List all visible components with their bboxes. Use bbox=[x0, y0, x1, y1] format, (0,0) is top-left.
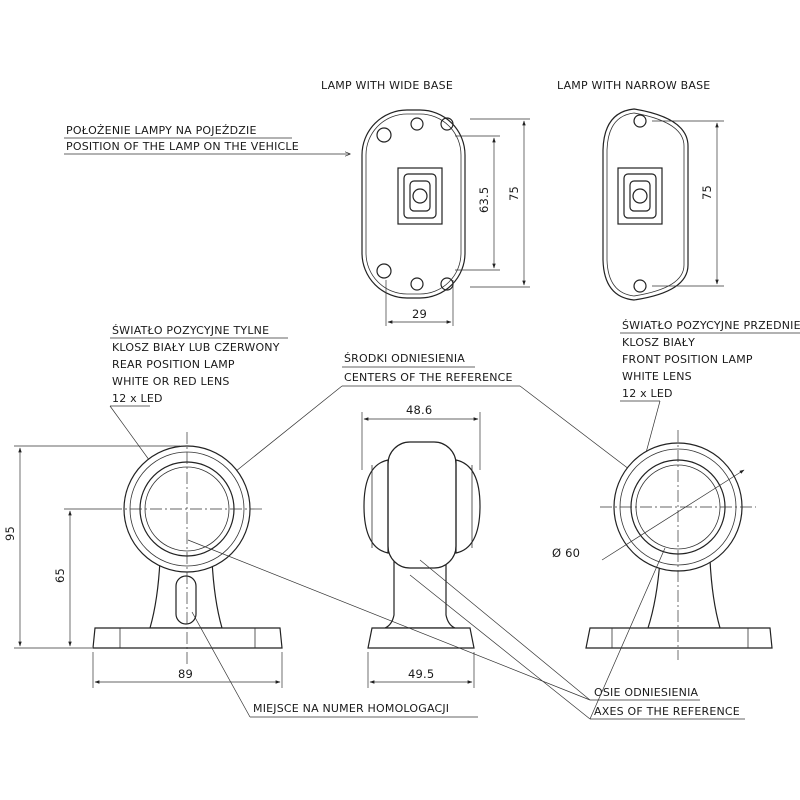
front-lamp-base bbox=[585, 627, 773, 649]
position-note-en: POSITION OF THE LAMP ON THE VEHICLE bbox=[66, 140, 299, 153]
rear-lamp-dimensions: 95 65 89 bbox=[3, 445, 283, 688]
narrow-base-center-screw bbox=[632, 188, 648, 204]
narrow-base-inner-outline bbox=[606, 112, 685, 297]
wide-base-center-block bbox=[397, 167, 443, 225]
wide-base-center-boss bbox=[403, 173, 437, 219]
rear-lamp-base bbox=[92, 627, 283, 649]
rear-lamp-note-line-4: WHITE OR RED LENS bbox=[112, 375, 230, 388]
narrow-base-center-boss bbox=[623, 173, 657, 219]
front-base-width-label: 49.5 bbox=[408, 667, 434, 681]
wide-height-label: 75 bbox=[507, 186, 521, 201]
wide-base-outline bbox=[361, 109, 466, 299]
wide-base-hole-top-right bbox=[440, 117, 454, 131]
rear-lamp-note-line-1: ŚWIATŁO POZYCYJNE TYLNE bbox=[112, 324, 269, 337]
wide-base-center-screw bbox=[412, 188, 428, 204]
front-lamp-note-line-5: 12 x LED bbox=[622, 387, 673, 400]
rear-lamp-note-line-3: REAR POSITION LAMP bbox=[112, 358, 235, 371]
front-view-housing bbox=[387, 441, 457, 569]
lens-diameter-label: Ø 60 bbox=[552, 546, 580, 560]
narrow-height-label: 75 bbox=[700, 185, 714, 200]
reference-axes-leader-2 bbox=[419, 559, 591, 701]
homologation-note-leader bbox=[191, 611, 251, 718]
front-width-label: 48.6 bbox=[406, 403, 432, 417]
front-view-front-lens bbox=[455, 459, 481, 554]
reference-centers-en: CENTERS OF THE REFERENCE bbox=[344, 371, 513, 384]
position-note-pl: POŁOŻENIE LAMPY NA POJEŹDZIE bbox=[66, 124, 257, 137]
wide-base-hole-top-left bbox=[410, 117, 424, 131]
narrow-base-center-block bbox=[617, 167, 663, 225]
reference-axes-pl: OSIE ODNIESIENIA bbox=[594, 686, 699, 699]
reference-centers-pl: ŚRODKI ODNIESIENIA bbox=[344, 352, 465, 365]
rear-lamp-note: ŚWIATŁO POZYCYJNE TYLNE KLOSZ BIAŁY LUB … bbox=[109, 324, 288, 476]
rear-lamp-note-line-5: 12 x LED bbox=[112, 392, 163, 405]
front-lamp-note: ŚWIATŁO POZYCYJNE PRZEDNIE KLOSZ BIAŁY F… bbox=[620, 319, 800, 476]
wide-base-dimensions: 63.5 75 29 bbox=[385, 118, 530, 326]
reference-axes-leader-3 bbox=[409, 574, 591, 720]
narrow-base-outline bbox=[602, 108, 689, 301]
narrow-base-plate-view bbox=[602, 108, 689, 301]
wide-base-slot-hole-top bbox=[376, 127, 392, 143]
front-view-base bbox=[367, 627, 475, 649]
front-view-rear-lens bbox=[363, 459, 389, 554]
wide-base-inner-outline bbox=[365, 113, 462, 295]
front-lamp-side-view: Ø 60 bbox=[552, 430, 773, 660]
front-lamp-note-line-2: KLOSZ BIAŁY bbox=[622, 336, 695, 349]
side-base-width-label: 89 bbox=[178, 667, 193, 681]
wide-width-label: 29 bbox=[412, 307, 427, 321]
rear-lamp-side-view bbox=[92, 432, 283, 666]
rear-lamp-homologation-slot bbox=[175, 575, 197, 625]
wide-base-slot-hole-bottom bbox=[376, 263, 392, 279]
front-lamp-note-line-1: ŚWIATŁO POZYCYJNE PRZEDNIE bbox=[622, 319, 800, 332]
reference-axes-leader-4 bbox=[589, 547, 666, 720]
narrow-base-hole-bottom bbox=[633, 279, 647, 293]
position-note: POŁOŻENIE LAMPY NA POJEŹDZIE POSITION OF… bbox=[64, 124, 350, 154]
wide-hole-spacing-label: 63.5 bbox=[477, 187, 491, 213]
front-lamp-note-line-4: WHITE LENS bbox=[622, 370, 692, 383]
front-view-dimensions: 48.6 49.5 bbox=[361, 403, 481, 688]
wide-base-hole-bottom-left bbox=[410, 277, 424, 291]
reference-axes-leader-1 bbox=[187, 539, 591, 701]
narrow-base-center-socket bbox=[629, 180, 651, 212]
front-view-stem bbox=[384, 559, 456, 629]
rear-lamp-note-line-2: KLOSZ BIAŁY LUB CZERWONY bbox=[112, 341, 280, 354]
axis-height-label: 65 bbox=[53, 568, 67, 583]
wide-base-plate-view bbox=[361, 109, 466, 299]
reference-axes-en: AXES OF THE REFERENCE bbox=[594, 705, 740, 718]
wide-base-center-socket bbox=[409, 180, 431, 212]
wide-base-label: LAMP WITH WIDE BASE bbox=[321, 79, 453, 92]
front-lamp-note-line-3: FRONT POSITION LAMP bbox=[622, 353, 753, 366]
narrow-base-hole-top bbox=[633, 114, 647, 128]
narrow-base-label: LAMP WITH NARROW BASE bbox=[557, 79, 710, 92]
homologation-note-pl: MIEJSCE NA NUMER HOMOLOGACJI bbox=[253, 702, 449, 715]
reference-axes-note: OSIE ODNIESIENIA AXES OF THE REFERENCE bbox=[187, 539, 745, 720]
narrow-base-dimensions: 75 bbox=[652, 120, 724, 287]
homologation-note: MIEJSCE NA NUMER HOMOLOGACJI bbox=[191, 611, 478, 718]
lens-diameter-dimension bbox=[601, 469, 745, 561]
total-height-label: 95 bbox=[3, 526, 17, 541]
